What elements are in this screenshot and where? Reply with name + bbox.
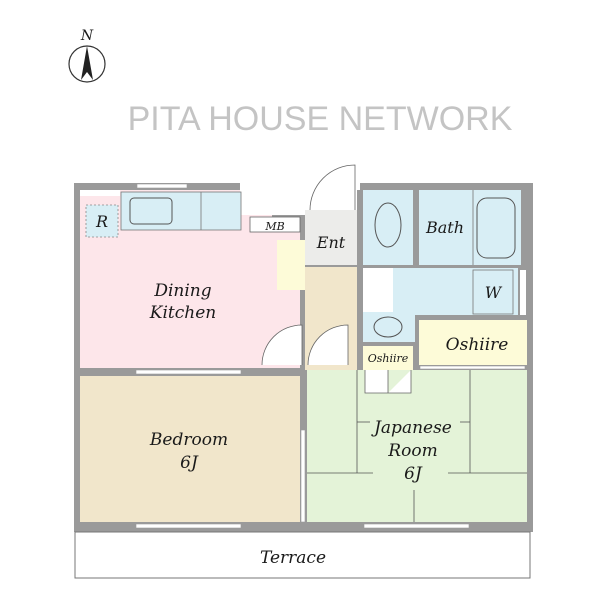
hall-door[interactable] (307, 324, 349, 366)
toilet-icon (374, 202, 402, 248)
washbasin-area (363, 312, 415, 342)
oshiire-small-label: Oshiire (368, 352, 409, 365)
bath-room (419, 190, 521, 265)
entrance-door[interactable] (309, 164, 356, 211)
japanese-room-size-label: 6J (404, 464, 423, 484)
compass-label: N (80, 28, 94, 44)
bath-label: Bath (425, 218, 464, 237)
washbasin-icon (373, 316, 403, 338)
bedroom-size-label: 6J (180, 453, 199, 473)
entrance (305, 210, 357, 265)
oshiire-doors[interactable] (364, 370, 412, 394)
refrigerator-label: R (95, 212, 108, 231)
meter-box-label: MB (264, 220, 284, 233)
oshiire-large-label: Oshiire (446, 335, 509, 355)
dining-kitchen-label-1: Dining (153, 281, 211, 301)
japanese-room (307, 370, 527, 522)
oshiire-large (419, 320, 527, 365)
closet (277, 240, 305, 290)
bedroom (80, 376, 300, 522)
watermark: PITA HOUSE NETWORK (128, 100, 513, 138)
toilet-room (363, 190, 413, 265)
north-compass-icon: N (68, 28, 106, 83)
refrigerator-space (85, 204, 119, 238)
japanese-room-label-2: Room (387, 441, 437, 461)
bedroom-label: Bedroom (149, 430, 228, 450)
meter-box (249, 216, 301, 233)
terrace (74, 531, 531, 579)
tatami-lines (307, 370, 527, 522)
japanese-room-label-1: Japanese (371, 418, 452, 438)
kitchen-door[interactable] (261, 324, 303, 366)
dining-kitchen-label-2: Kitchen (149, 303, 216, 323)
entrance-label: Ent (316, 233, 346, 252)
windows (135, 183, 526, 529)
sink-icon (129, 197, 173, 225)
bathtub-icon (476, 197, 516, 259)
terrace-label: Terrace (260, 548, 326, 568)
oshiire-small (363, 346, 413, 370)
washer-label: W (485, 283, 503, 302)
washer-space (472, 269, 514, 315)
